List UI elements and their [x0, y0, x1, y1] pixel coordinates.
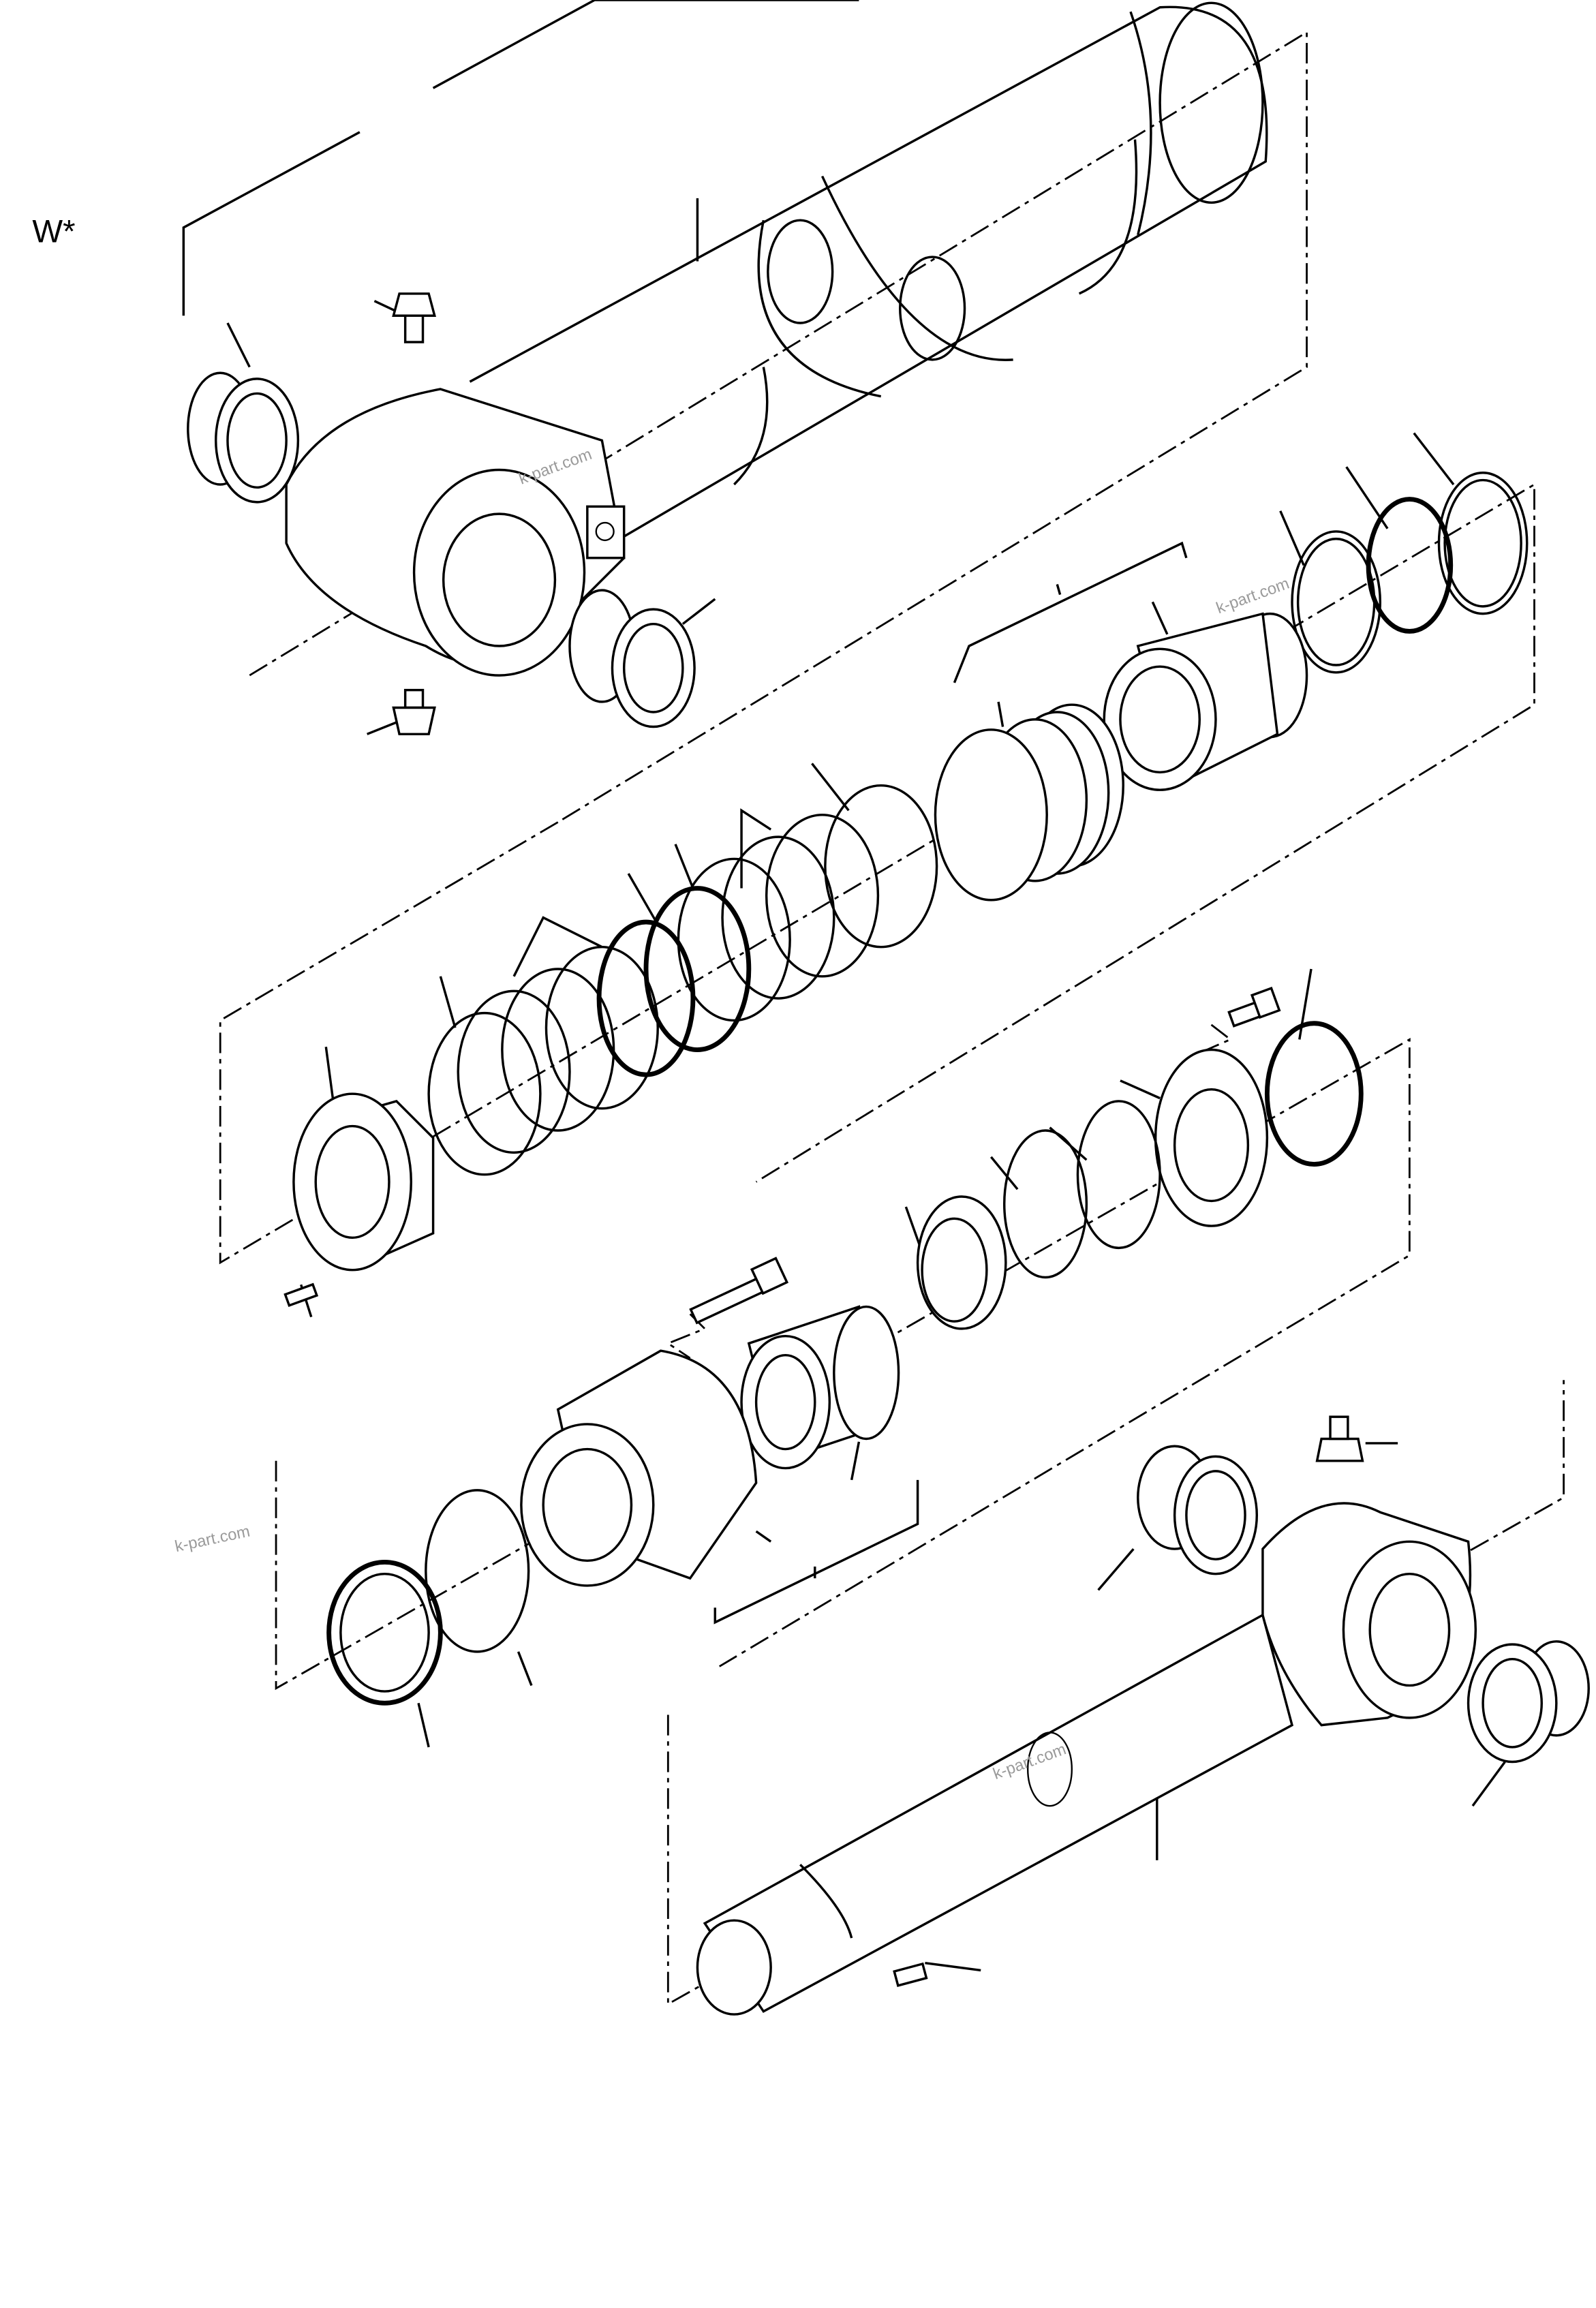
variant-label: W*: [32, 214, 75, 250]
grease-fitting: [392, 688, 436, 736]
watermark: k-part.com: [173, 1523, 251, 1556]
wear-rings: [427, 784, 938, 1176]
grease-fitting: [1315, 1415, 1364, 1462]
bushing: [187, 371, 300, 504]
backup-ring: [1291, 530, 1382, 674]
cylinder-tube: [469, 1, 1268, 559]
o-ring: [425, 1489, 530, 1653]
bushing: [568, 589, 696, 728]
rod-seal: [916, 1195, 1007, 1330]
bushing: [1137, 1445, 1259, 1575]
assembly-boundaries: [219, 30, 1565, 2006]
flange: [1154, 1048, 1269, 1227]
set-screw: [283, 1282, 319, 1308]
piston-nut: [292, 1092, 435, 1272]
rod-gland: [520, 1349, 758, 1587]
tube-head-clevis: [285, 388, 626, 677]
snap-ring: [326, 1560, 443, 1706]
grease-fitting: [392, 292, 436, 343]
socket-bolt: [689, 1257, 789, 1325]
bolt: [1227, 987, 1281, 1028]
seal-ring: [1437, 472, 1529, 615]
piston: [934, 703, 1124, 902]
dust-seal: [1264, 1021, 1364, 1167]
watermark: k-part.com: [1214, 575, 1291, 618]
rod-bushing: [740, 1305, 900, 1470]
cylinder-head: [1103, 612, 1308, 791]
o-ring: [1002, 1100, 1161, 1279]
bushing: [1467, 1640, 1590, 1764]
piston-rod: [696, 1502, 1477, 2016]
